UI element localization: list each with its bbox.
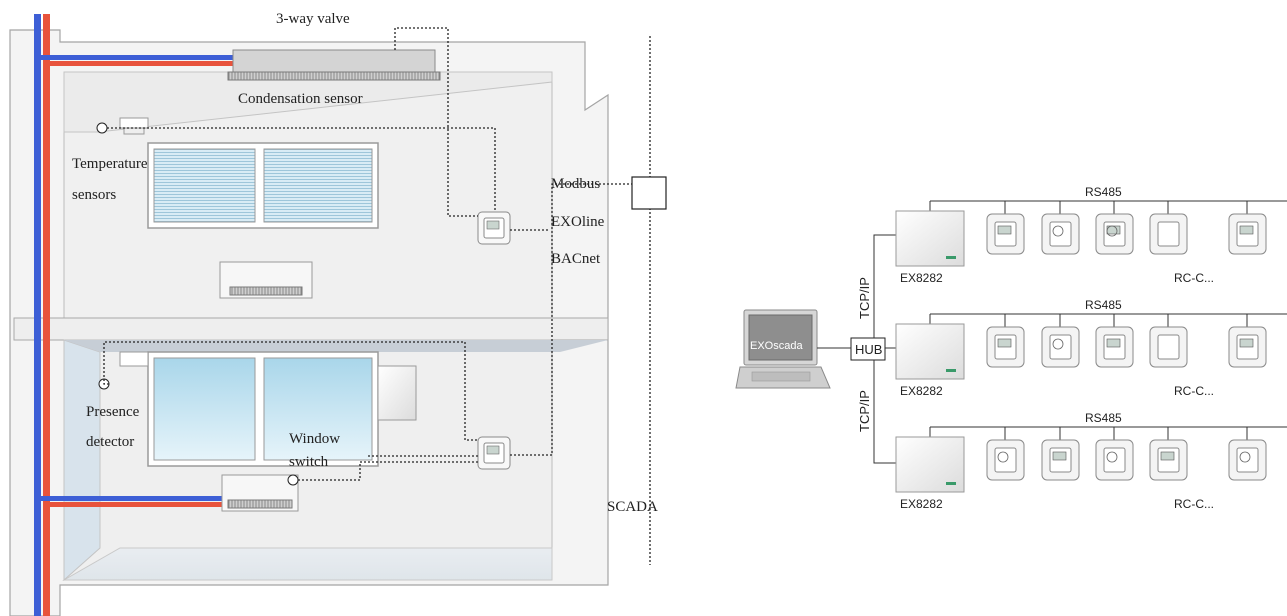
label-modbus: Modbus — [551, 176, 600, 192]
label-window-switch-2: switch — [289, 454, 329, 470]
rs485-label: RS485 — [1085, 298, 1122, 312]
lcd-display — [1106, 338, 1121, 348]
lower-room-thermostat — [477, 436, 511, 470]
exoscada-label: EXOscada — [750, 340, 803, 352]
setpoint-dial — [1106, 225, 1118, 237]
ceiling-temperature-sensor — [119, 117, 149, 135]
room-unit-face — [994, 447, 1017, 473]
room-unit-face — [1236, 447, 1259, 473]
ceiling-unit-grille — [227, 71, 441, 81]
return-pipe-riser — [34, 14, 41, 616]
lcd-display — [1052, 451, 1067, 461]
label-condensation-sensor: Condensation sensor — [238, 91, 363, 107]
network-links — [817, 234, 896, 464]
presence-detector — [119, 351, 149, 367]
lower-radiator-grille — [227, 499, 293, 509]
supply-pipe-lower — [47, 502, 228, 507]
controller-logo — [946, 369, 956, 372]
return-pipe-upper — [38, 55, 238, 60]
setpoint-dial — [1052, 225, 1064, 237]
lower-room-floor — [62, 547, 553, 581]
label-exoline: EXOline — [551, 214, 605, 230]
label-bacnet: BACnet — [551, 251, 601, 267]
hub-label: HUB — [855, 342, 882, 357]
controller-label: EX8282 — [900, 271, 943, 285]
controller-logo — [946, 482, 956, 485]
setpoint-dial — [1239, 451, 1251, 463]
setpoint-dial — [1106, 451, 1118, 463]
lcd-display — [997, 225, 1012, 235]
supply-pipe-upper — [47, 61, 239, 66]
room-unit-face — [1157, 334, 1180, 360]
upper-room-thermostat — [477, 211, 511, 245]
lcd-display — [997, 338, 1012, 348]
room-unit-label: RC-C... — [1174, 497, 1214, 511]
controller-label: EX8282 — [900, 497, 943, 511]
hub — [850, 337, 886, 361]
label-presence-detector-1: Presence — [86, 404, 140, 420]
wall-io-box — [377, 365, 417, 421]
upper-radiator-grille — [229, 286, 303, 296]
scada-junction-box — [631, 176, 667, 210]
controller-label: EX8282 — [900, 384, 943, 398]
room-unit-face — [1157, 221, 1180, 247]
room-unit-face — [1049, 334, 1072, 360]
signal-wiring — [103, 27, 651, 565]
lcd-display — [1239, 338, 1254, 348]
label-scada: SCADA — [607, 499, 658, 515]
tcpip-label-lower: TCP/IP — [857, 390, 872, 432]
exoscada-laptop — [735, 309, 831, 389]
rs485-label: RS485 — [1085, 411, 1122, 425]
lower-window — [147, 351, 379, 467]
room-unit-face — [1049, 221, 1072, 247]
building-section: 3-way valve Condensation sensor Temperat… — [9, 11, 667, 616]
setpoint-dial — [1052, 338, 1064, 350]
controller-logo — [946, 256, 956, 259]
floor-slab — [13, 317, 609, 341]
supply-pipe-riser — [43, 14, 50, 616]
label-3-way-valve: 3-way valve — [276, 11, 350, 27]
rs485-label: RS485 — [1085, 185, 1122, 199]
upper-room-ceiling — [63, 71, 553, 133]
ceiling-unit — [232, 49, 436, 73]
return-pipe-lower — [38, 496, 228, 501]
lcd-display — [1239, 225, 1254, 235]
label-temperature-sensors-2: sensors — [72, 187, 116, 203]
room-unit-label: RC-C... — [1174, 271, 1214, 285]
window-sensor-marker — [287, 474, 299, 486]
label-presence-detector-2: detector — [86, 434, 134, 450]
label-window-switch-1: Window — [289, 431, 340, 447]
label-temperature-sensors-1: Temperature — [72, 156, 148, 172]
upper-window — [147, 142, 379, 229]
room-unit-label: RC-C... — [1174, 384, 1214, 398]
temperature-sensor-marker — [96, 122, 108, 134]
tcpip-label-upper: TCP/IP — [857, 277, 872, 319]
lower-room-ceiling-shadow — [64, 340, 608, 352]
lower-room-leftwall — [63, 339, 101, 582]
room-unit-face — [1103, 447, 1126, 473]
setpoint-dial — [997, 451, 1009, 463]
lcd-display — [1160, 451, 1175, 461]
